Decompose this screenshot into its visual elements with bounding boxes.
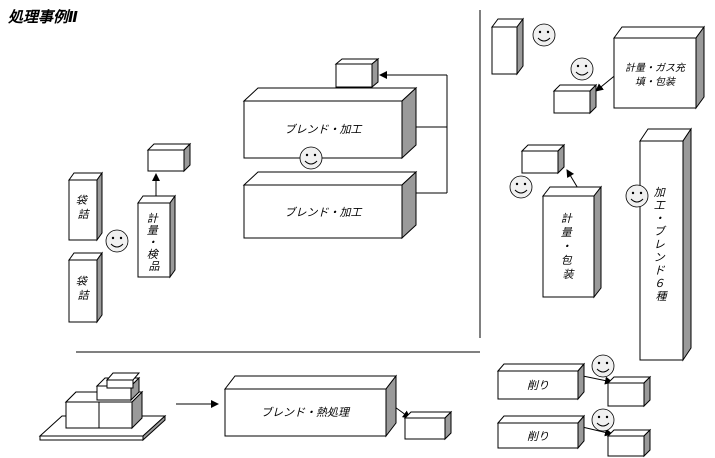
label-blend-process-2: ブレンド・加工 [285, 206, 363, 219]
label-blend-process-1: ブレンド・加工 [285, 123, 363, 136]
box-output-top [334, 57, 380, 89]
worker-icon [532, 23, 556, 47]
label-process-blend-6: 加 工 ・ ブ レ ン ド ６ 種 [654, 186, 669, 303]
label-process-blend-6-char-8: ６ [654, 277, 665, 290]
box-shave-1: 削り [496, 362, 586, 401]
pallet-of-boxes [38, 372, 167, 442]
label-blend-heat: ブレンド・熱処理 [261, 406, 351, 419]
box-gas-fill-pack: 計量・ガス充 填・包装 [613, 25, 705, 110]
box-shave-2: 削り [496, 414, 586, 450]
label-shave-2: 削り [527, 430, 549, 443]
label-process-blend-6-char-6: ン [654, 251, 666, 264]
label-gas-fill-pack-1: 計量・ガス充 [625, 62, 687, 74]
worker-icon [591, 408, 615, 432]
label-process-blend-6-char-4: ブ [654, 225, 667, 238]
box-weigh-pack-output [520, 143, 566, 175]
box-blend-heat-output [403, 410, 453, 441]
label-bag-fill-2: 袋 詰 [76, 275, 91, 302]
box-weigh-inspect: 計 量 ・ 検 品 [137, 194, 176, 279]
box-shave-1-output [606, 375, 652, 408]
pallet-base-front [39, 435, 144, 441]
label-bag-fill-1-char-1: 袋 [76, 194, 89, 207]
label-weigh-inspect: 計 量 ・ 検 品 [147, 212, 162, 273]
page-title: 処理事例Ⅱ [8, 8, 78, 26]
label-bag-fill-1-char-2: 詰 [78, 208, 91, 221]
box-blend-process-1: ブレンド・加工 [242, 86, 418, 160]
box-bag-fill-1: 袋 詰 [68, 171, 103, 242]
label-weigh-inspect-char-5: 品 [149, 260, 161, 273]
box-top-right-standing [491, 17, 524, 76]
label-weigh-pack-char-3: ・ [561, 240, 572, 253]
label-weigh-inspect-char-4: 検 [147, 248, 160, 261]
worker-icon [625, 184, 649, 208]
worker-icon [570, 57, 594, 81]
label-process-blend-6-char-3: ・ [654, 212, 665, 225]
label-weigh-inspect-char-1: 計 [147, 212, 159, 225]
box-blend-process-2: ブレンド・加工 [242, 170, 418, 240]
label-weigh-pack-char-4: 包 [561, 254, 573, 267]
label-weigh-inspect-char-3: ・ [147, 236, 158, 249]
label-process-blend-6-char-7: ド [654, 264, 666, 277]
label-bag-fill-1: 袋 詰 [76, 194, 91, 221]
box-inspect-output [146, 142, 192, 173]
label-weigh-pack-char-5: 装 [563, 268, 576, 281]
box-process-blend-6: 加 工 ・ ブ レ ン ド ６ 種 [639, 127, 692, 362]
label-process-blend-6-char-9: 種 [656, 290, 669, 303]
worker-icon [299, 146, 323, 170]
box-shave-2-output [606, 428, 652, 458]
box-blend-heat: ブレンド・熱処理 [223, 374, 398, 438]
worker-icon [105, 229, 129, 253]
label-bag-fill-2-char-2: 詰 [78, 289, 91, 302]
box-weigh-pack: 計 量 ・ 包 装 [541, 185, 603, 299]
label-weigh-inspect-char-2: 量 [147, 224, 159, 237]
label-bag-fill-2-char-1: 袋 [76, 275, 89, 288]
label-process-blend-6-char-1: 加 [654, 186, 667, 199]
label-process-blend-6-char-5: レ [654, 238, 665, 251]
label-weigh-pack-char-1: 計 [561, 212, 573, 225]
worker-icon [509, 175, 533, 199]
box-bag-fill-2: 袋 詰 [68, 251, 103, 324]
worker-icon [591, 354, 615, 378]
label-weigh-pack-char-2: 量 [561, 226, 573, 239]
label-shave-1: 削り [527, 379, 549, 392]
box-gas-fill-output [552, 83, 598, 115]
label-gas-fill-pack-2: 填・包装 [635, 76, 677, 88]
label-process-blend-6-char-2: 工 [654, 199, 666, 212]
label-weigh-pack: 計 量 ・ 包 装 [561, 212, 576, 281]
